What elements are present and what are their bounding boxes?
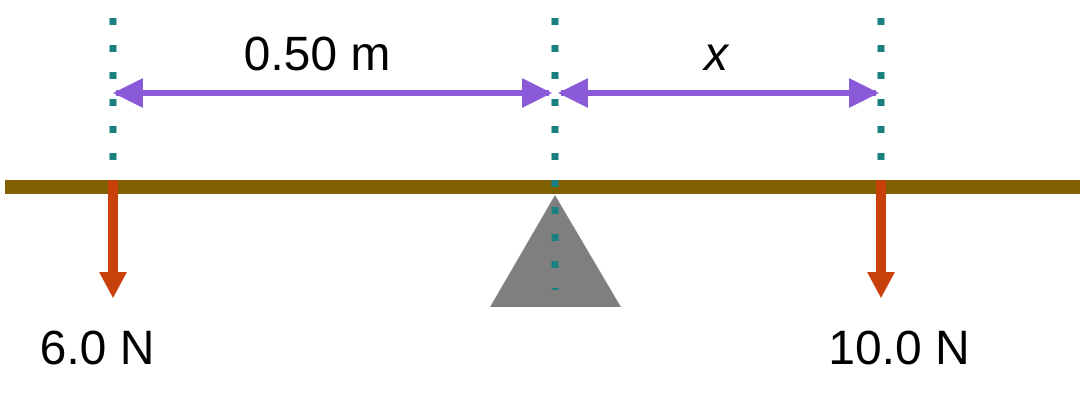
beam	[5, 180, 1080, 194]
right-force-label: 10.0 N	[828, 322, 969, 375]
left-force-arrow-icon	[99, 180, 127, 298]
left-distance-label: 0.50 m	[244, 28, 391, 81]
right-distance-label: x	[702, 28, 730, 81]
left-force-label: 6.0 N	[40, 322, 155, 375]
fulcrum-icon	[490, 195, 621, 307]
right-force-arrow-icon	[867, 180, 895, 298]
